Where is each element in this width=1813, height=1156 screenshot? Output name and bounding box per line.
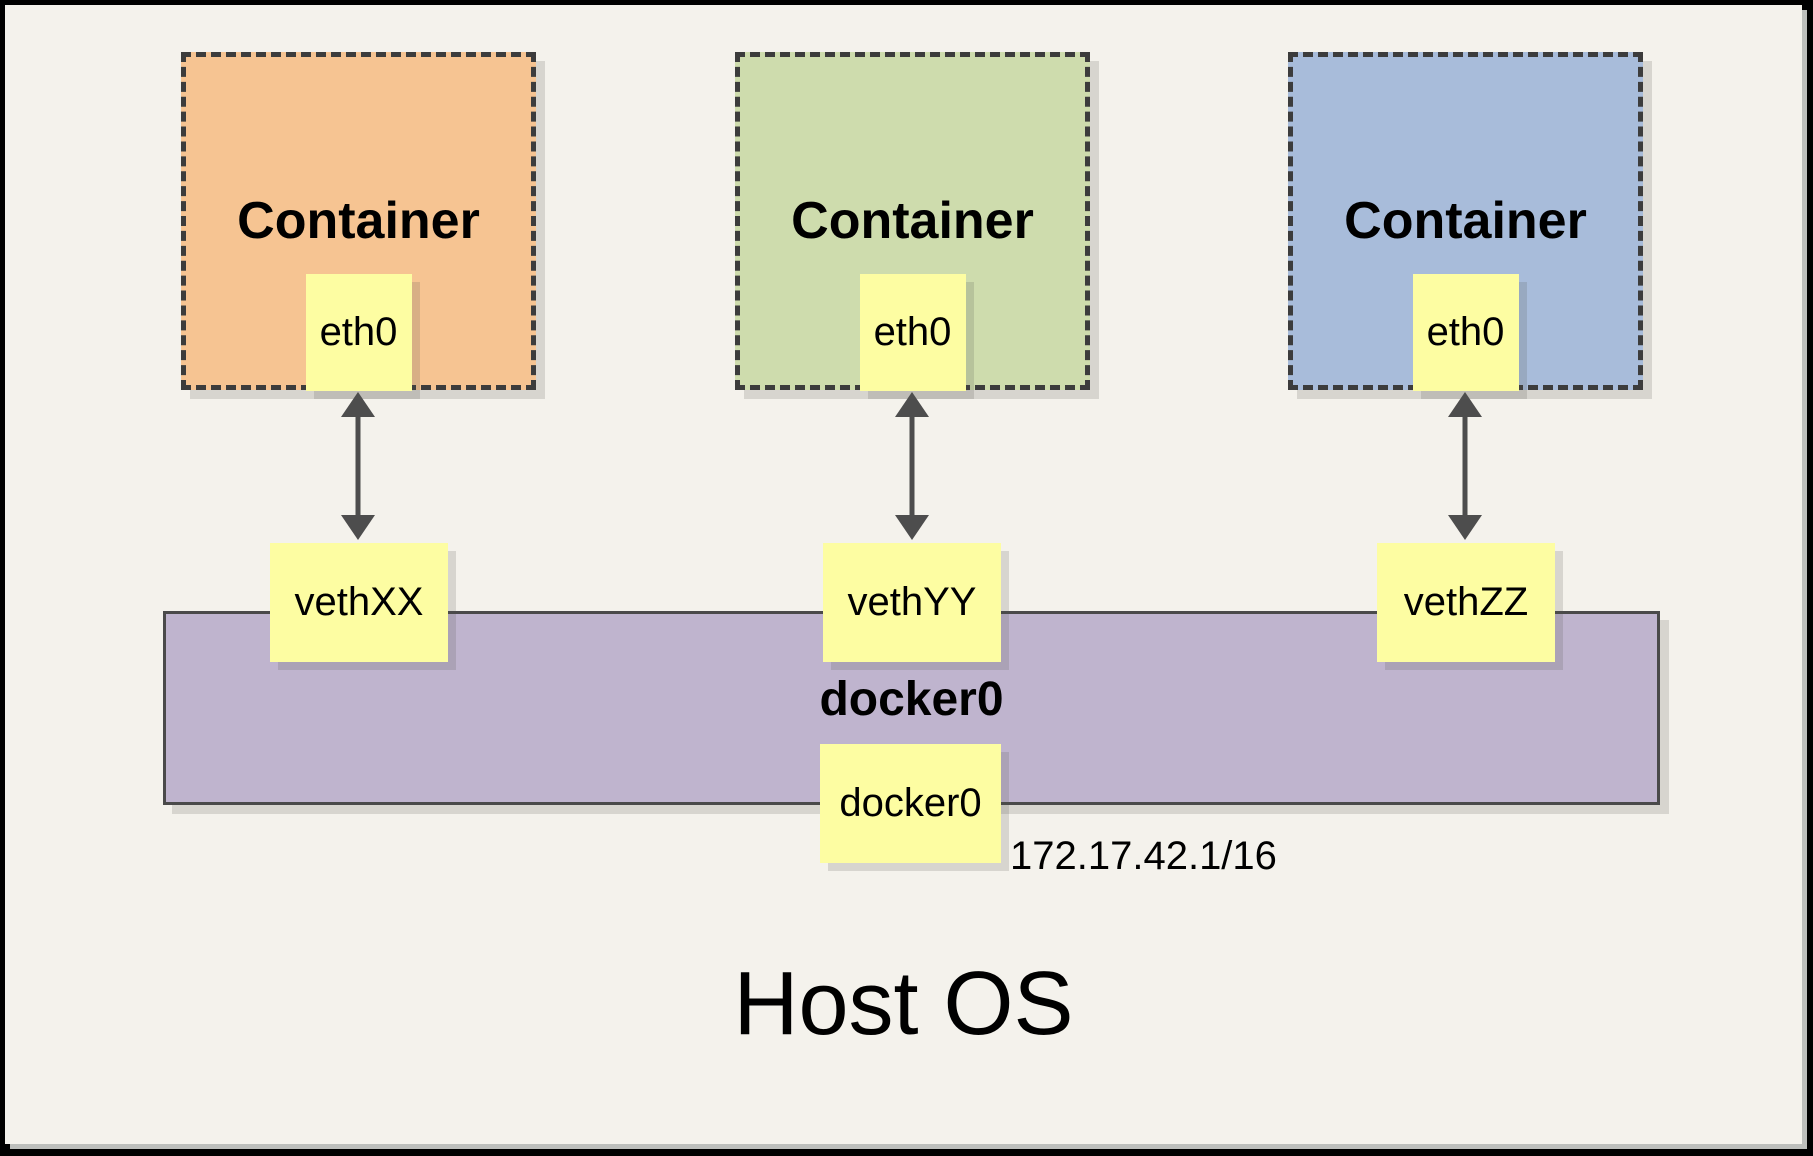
diagram-page: Container eth0 Container eth0 Container … (5, 5, 1802, 1144)
container-3-eth0-label-box: eth0 (1412, 274, 1519, 391)
bridge-ip-address: 172.17.42.1/16 (1010, 834, 1277, 878)
docker0-interface-label-box: docker0 (820, 744, 1001, 863)
container-1-eth0-label-box: eth0 (305, 274, 412, 391)
container-1-title: Container (237, 192, 480, 250)
vethyy-label-box: vethYY (823, 543, 1001, 662)
vethxx-label-box: vethXX (270, 543, 448, 662)
vethzz-label-box: vethZZ (1377, 543, 1555, 662)
container-1-box: Container eth0 (181, 52, 536, 391)
double-headed-arrow-icon-1 (336, 390, 380, 542)
vethzz-label: vethZZ (1403, 580, 1529, 624)
vethxx-label: vethXX (294, 580, 424, 624)
container-1-interface-label: eth0 (319, 310, 398, 354)
docker0-interface-label: docker0 (839, 781, 982, 825)
container-3-interface-label: eth0 (1426, 310, 1505, 354)
container-2-box: Container eth0 (735, 52, 1090, 391)
container-2-eth0-label-box: eth0 (859, 274, 966, 391)
docker0-bridge-title: docker0 (819, 673, 1004, 726)
double-headed-arrow-icon-2 (890, 390, 934, 542)
double-headed-arrow-icon-3 (1443, 390, 1487, 542)
container-3-box: Container eth0 (1288, 52, 1643, 391)
vethyy-label: vethYY (847, 580, 977, 624)
container-2-interface-label: eth0 (873, 310, 952, 354)
host-os-label: Host OS (733, 954, 1074, 1054)
container-3-title: Container (1344, 192, 1587, 250)
container-2-title: Container (791, 192, 1034, 250)
